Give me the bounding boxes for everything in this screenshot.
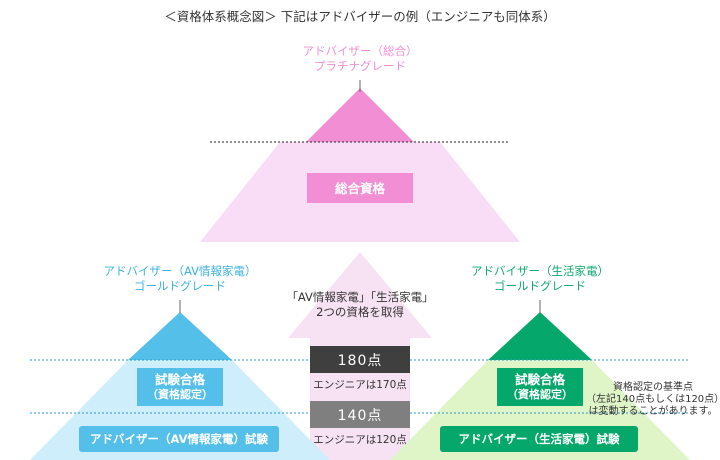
diagram-title: ＜資格体系概念図＞ 下記はアドバイザーの例（エンジニアも同体系）	[164, 9, 556, 24]
score-140-note: エンジニアは120点	[313, 434, 407, 446]
left-pass-line1: 試験合格	[154, 372, 205, 387]
right-grade-line1: アドバイザー（生活家電）	[471, 264, 609, 278]
left-grade-line1: アドバイザー（AV情報家電）	[103, 264, 257, 278]
score-180: 180点	[310, 346, 410, 373]
center-description: 「AV情報家電」「生活家電」 2つの資格を取得	[260, 290, 460, 320]
left-pass-box: 試験合格 （資格認定）	[137, 368, 223, 406]
top-grade-line2: プラチナグレード	[314, 59, 406, 73]
score-180-note: エンジニアは170点	[313, 379, 407, 391]
right-pyramid-tip	[488, 312, 592, 360]
top-grade-label: アドバイザー（総合） プラチナグレード	[260, 44, 460, 74]
right-exam-pill: アドバイザー（生活家電）試験	[440, 426, 638, 452]
left-pass-line2: （資格認定）	[147, 388, 213, 401]
right-pass-line2: （資格認定）	[507, 388, 573, 401]
left-grade-label: アドバイザー（AV情報家電） ゴールドグレード	[70, 264, 290, 294]
right-grade-line2: ゴールドグレード	[494, 279, 586, 293]
top-pyramid-tip	[306, 88, 414, 142]
top-qualification-box: 総合資格	[307, 173, 413, 203]
right-grade-label: アドバイザー（生活家電） ゴールドグレード	[430, 264, 650, 294]
threshold-note: 資格認定の基準点 （左記140点もしくは120点） は変動することがあります。	[586, 382, 720, 418]
left-exam-pill: アドバイザー（AV情報家電）試験	[79, 426, 279, 452]
right-pass-box: 試験合格 （資格認定）	[497, 368, 583, 406]
right-pass-line1: 試験合格	[514, 372, 565, 387]
left-pyramid-tip	[128, 312, 232, 360]
threshold-note-line1: 資格認定の基準点	[613, 382, 693, 393]
center-line1: 「AV情報家電」「生活家電」	[286, 290, 434, 304]
score-140: 140点	[310, 401, 410, 428]
left-grade-line2: ゴールドグレード	[134, 279, 226, 293]
threshold-note-line2: （左記140点もしくは120点）	[586, 394, 720, 405]
top-grade-line1: アドバイザー（総合）	[302, 44, 418, 58]
threshold-note-line3: は変動することがあります。	[588, 406, 718, 417]
center-line2: 2つの資格を取得	[316, 305, 404, 319]
